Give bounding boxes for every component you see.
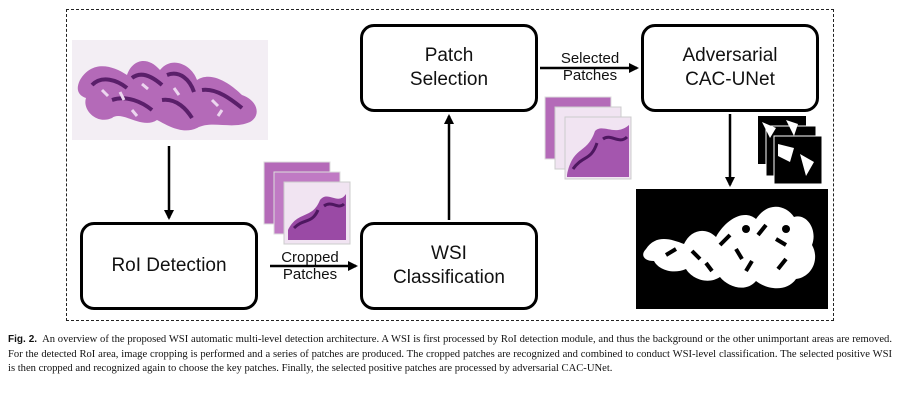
wsi-image bbox=[72, 40, 268, 140]
roi-detection-box: RoI Detection bbox=[80, 222, 258, 310]
mask-patches-image bbox=[758, 116, 823, 185]
wsi-classification-label: WSI Classification bbox=[393, 243, 505, 288]
selected-patches-image bbox=[544, 96, 632, 180]
adversarial-cac-unet-box: Adversarial CAC-UNet bbox=[641, 24, 819, 112]
roi-detection-label: RoI Detection bbox=[111, 255, 227, 276]
figure-caption: Fig. 2. An overview of the proposed WSI … bbox=[8, 333, 892, 377]
caption-prefix: Fig. 2. bbox=[8, 334, 38, 345]
cropped-patches-label: Cropped Patches bbox=[281, 249, 339, 283]
patch-selection-label: Patch Selection bbox=[409, 45, 489, 90]
caption-text: An overview of the proposed WSI automati… bbox=[8, 334, 892, 374]
wsi-classification-box: WSI Classification bbox=[360, 222, 538, 310]
adversarial-cac-unet-label: Adversarial CAC-UNet bbox=[682, 45, 778, 90]
diagram-frame bbox=[66, 9, 834, 321]
cropped-patches-image bbox=[263, 161, 351, 245]
patch-selection-box: Patch Selection bbox=[360, 24, 538, 112]
selected-patches-label: Selected Patches bbox=[560, 50, 620, 84]
segmentation-mask-image bbox=[636, 189, 828, 309]
